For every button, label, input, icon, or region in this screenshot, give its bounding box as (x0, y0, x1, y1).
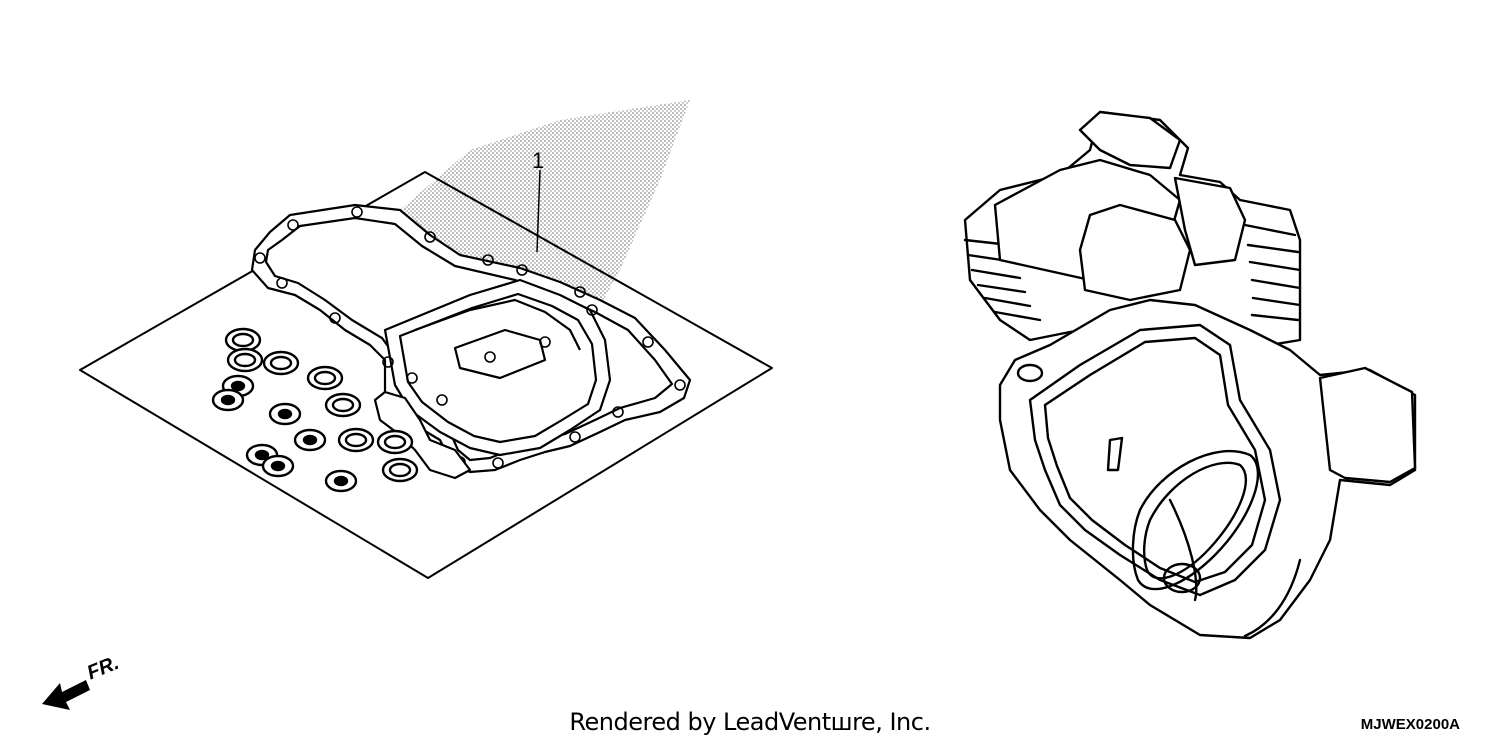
gasket-kit (79, 100, 773, 579)
callout-label-1: 1 (532, 148, 545, 173)
engine-illustration (963, 110, 1417, 640)
bolt-holes (254, 206, 686, 469)
diagram-code: MJWEX0200A (1360, 716, 1460, 733)
arrow-icon (42, 680, 90, 710)
strainer-gasket (453, 328, 547, 380)
callout-leader (536, 169, 541, 253)
o-rings (211, 327, 419, 493)
render-credit: Rendered by LeadVentшre, Inc. (569, 708, 931, 736)
